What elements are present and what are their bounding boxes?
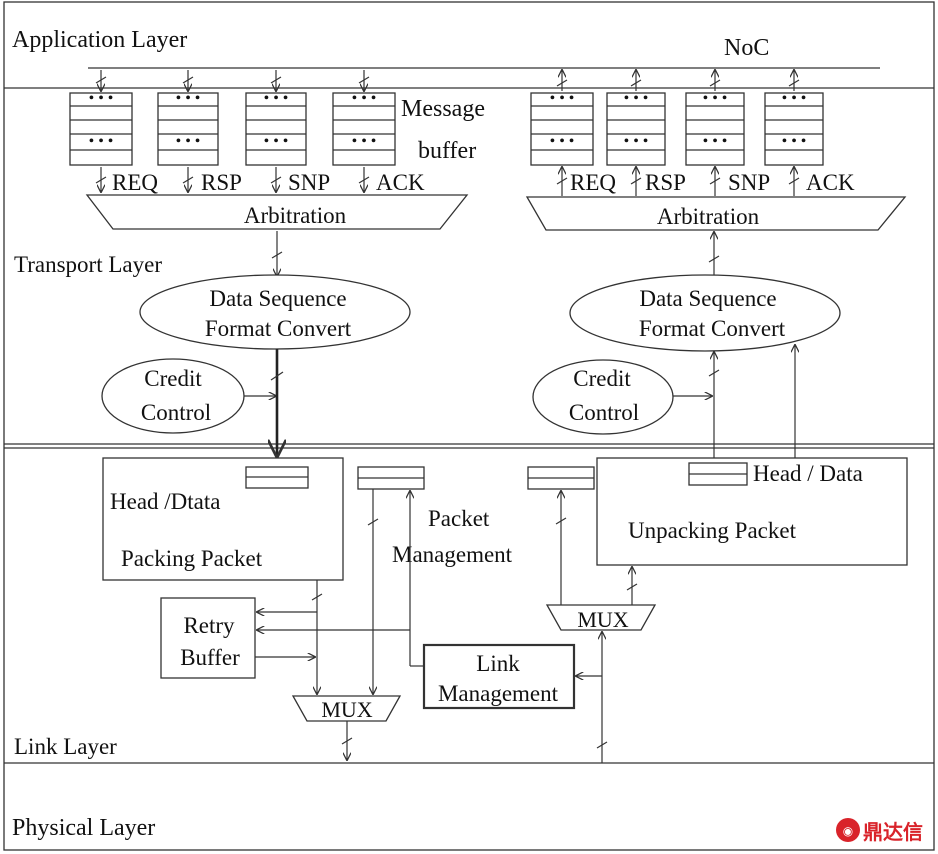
rx-channel-req: REQ bbox=[570, 170, 616, 195]
credit-right-ellipse bbox=[532, 359, 674, 435]
arbitration-right-label: Arbitration bbox=[657, 204, 760, 229]
packet-management-line1: Packet bbox=[428, 506, 490, 531]
dsfc-right-line2: Format Convert bbox=[639, 316, 786, 341]
unpacking-title: Unpacking Packet bbox=[628, 518, 797, 543]
packing-title: Packing Packet bbox=[121, 546, 263, 571]
bus-tick bbox=[708, 255, 720, 263]
mux-left-shape bbox=[291, 695, 402, 722]
tx-buffer-snp: • • • • • • bbox=[245, 90, 307, 166]
retry-buffer-line1: Retry bbox=[183, 613, 235, 638]
rx-buffer-ack: • • • • • • bbox=[764, 90, 824, 166]
arbitration-right-shape bbox=[525, 196, 907, 231]
rx-buffer-snp: • • • • • • bbox=[685, 90, 745, 166]
application-layer-label: Application Layer bbox=[12, 27, 187, 53]
svg-text:• • •: • • • bbox=[352, 133, 377, 150]
svg-text:• • •: • • • bbox=[624, 133, 649, 150]
rx-output-arrows bbox=[556, 70, 800, 91]
dsfc-left-ellipse bbox=[139, 274, 411, 350]
retry-buffer-line2: Buffer bbox=[180, 645, 240, 670]
svg-text:• • •: • • • bbox=[89, 90, 114, 107]
svg-text:• • •: • • • bbox=[176, 90, 201, 107]
rx-channel-ack: ACK bbox=[806, 170, 855, 195]
outer-frame bbox=[3, 1, 935, 851]
message-buffer-label-1: Message bbox=[401, 96, 485, 122]
tx-buffer-rsp: • • • • • • bbox=[157, 90, 219, 166]
tx-channel-ack: ACK bbox=[376, 170, 425, 195]
mux-right-shape bbox=[545, 604, 657, 631]
mux-left-label: MUX bbox=[321, 697, 372, 722]
mux-right-label: MUX bbox=[577, 607, 628, 632]
arbitration-left-label: Arbitration bbox=[244, 203, 347, 228]
packet-management-line2: Management bbox=[392, 542, 513, 567]
svg-text:◉: ◉ bbox=[843, 824, 853, 838]
svg-text:• • •: • • • bbox=[782, 90, 807, 107]
arbitration-left-shape bbox=[85, 194, 469, 230]
rx-channel-snp: SNP bbox=[728, 170, 770, 195]
physical-layer-label: Physical Layer bbox=[12, 815, 155, 841]
svg-text:• • •: • • • bbox=[264, 133, 289, 150]
link-layer-label: Link Layer bbox=[14, 734, 117, 759]
credit-right-line1: Credit bbox=[573, 366, 631, 391]
svg-text:• • •: • • • bbox=[89, 133, 114, 150]
svg-text:• • •: • • • bbox=[264, 90, 289, 107]
dsfc-left-line1: Data Sequence bbox=[209, 286, 346, 311]
tx-channel-req: REQ bbox=[112, 170, 158, 195]
rx-buffer-req: • • • • • • bbox=[530, 90, 594, 166]
bus-tick bbox=[270, 371, 284, 381]
svg-text:• • •: • • • bbox=[703, 133, 728, 150]
tx-channel-snp: SNP bbox=[288, 170, 330, 195]
tx-buffer-req: • • • • • • bbox=[69, 90, 133, 166]
link-management-line1: Link bbox=[476, 651, 520, 676]
svg-text:• • •: • • • bbox=[703, 90, 728, 107]
noc-label: NoC bbox=[724, 35, 769, 61]
svg-text:• • •: • • • bbox=[550, 133, 575, 150]
credit-left-line1: Credit bbox=[144, 366, 202, 391]
svg-text:• • •: • • • bbox=[550, 90, 575, 107]
dsfc-right-ellipse bbox=[569, 274, 841, 352]
dsfc-right-line1: Data Sequence bbox=[639, 286, 776, 311]
retry-buffer-box bbox=[160, 597, 256, 679]
dsfc-left-line2: Format Convert bbox=[205, 316, 352, 341]
watermark-logo: ◉ bbox=[836, 818, 860, 842]
transport-layer-label: Transport Layer bbox=[14, 252, 162, 277]
tx-channel-rsp: RSP bbox=[201, 170, 242, 195]
unpacking-head-label: Head / Data bbox=[753, 461, 863, 486]
packing-head-label: Head /Dtata bbox=[110, 489, 220, 514]
credit-right-line2: Control bbox=[569, 400, 639, 425]
bus-tick bbox=[708, 369, 720, 377]
svg-text:• • •: • • • bbox=[782, 133, 807, 150]
rx-buffer-rsp: • • • • • • bbox=[606, 90, 666, 166]
bus-tick bbox=[271, 251, 283, 259]
tx-channel-arrows bbox=[95, 167, 370, 192]
unpacking-packet-box bbox=[596, 457, 908, 566]
credit-left-line2: Control bbox=[141, 400, 211, 425]
rx-channel-rsp: RSP bbox=[645, 170, 686, 195]
link-management-box bbox=[422, 643, 576, 710]
link-management-line2: Management bbox=[438, 681, 559, 706]
watermark-text: 鼎达信 bbox=[863, 820, 923, 844]
tx-buffer-ack: • • • • • • bbox=[332, 90, 396, 166]
svg-text:• • •: • • • bbox=[176, 133, 201, 150]
rx-channel-arrows bbox=[556, 167, 800, 196]
message-buffer-label-2: buffer bbox=[418, 138, 476, 164]
link-layer-connections bbox=[255, 489, 638, 763]
svg-text:• • •: • • • bbox=[352, 90, 377, 107]
tx-input-arrows bbox=[95, 70, 370, 91]
svg-text:• • •: • • • bbox=[624, 90, 649, 107]
